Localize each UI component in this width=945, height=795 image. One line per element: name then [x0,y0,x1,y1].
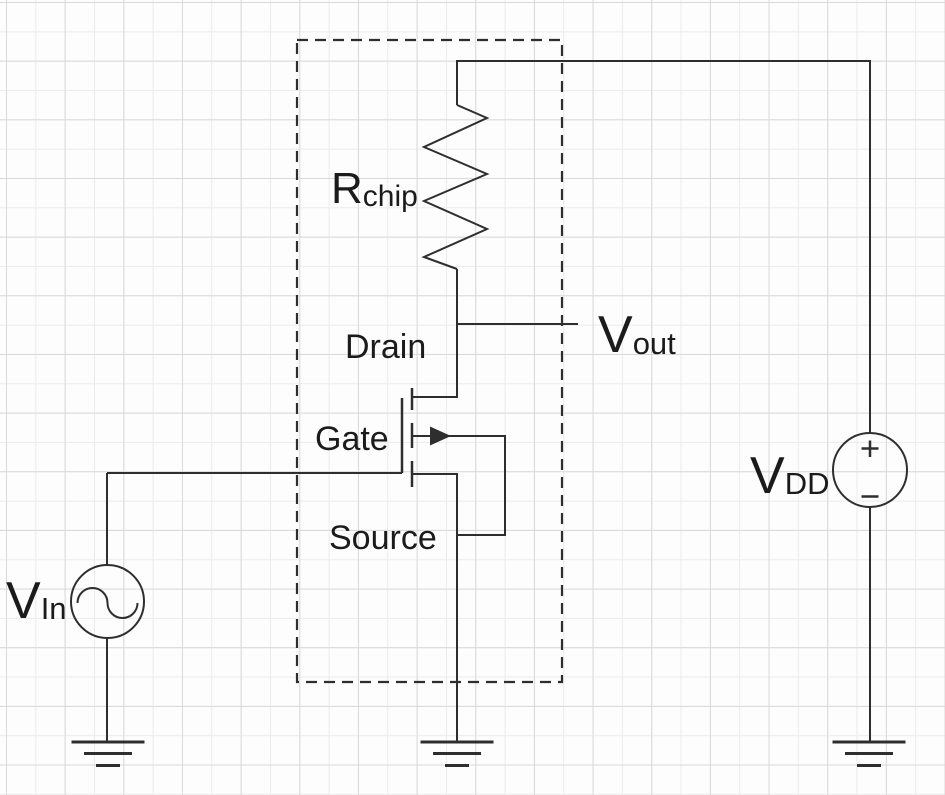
ground-icon-right [832,740,906,767]
drain-label: Drain [345,328,426,366]
sine-wave-icon [76,587,139,619]
wire-source-lead [412,473,458,742]
ground-icon-center [420,740,494,767]
vdd-label: VDD [750,447,829,505]
ground-icon-left [71,740,145,767]
plus-icon [861,440,879,457]
wire-vdd-supply-run [456,60,871,433]
body-arrow-icon [430,426,451,446]
source-label: Source [329,519,437,557]
wire-drain-lead [412,269,458,398]
chip-boundary-box [295,38,564,684]
vout-label: Vout [598,306,676,364]
gate-label: Gate [315,420,389,458]
wire-body-to-source [412,435,506,536]
vin-label: VIn [6,572,67,630]
resistor-icon [421,104,490,270]
resistor-label: Rchip [331,164,418,213]
